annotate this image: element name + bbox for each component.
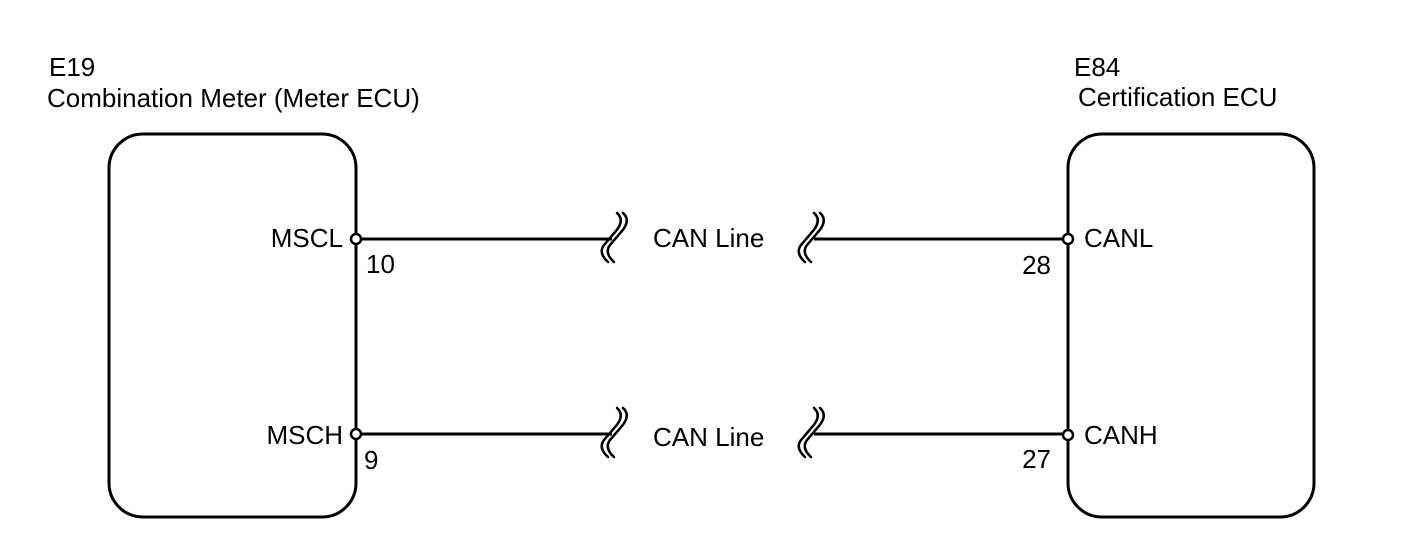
pin-name-canh: CANH <box>1084 420 1158 450</box>
wire-label-can-high: CAN Line <box>653 422 764 452</box>
right-component-box <box>1066 132 1316 519</box>
pin-name-msch: MSCH <box>266 420 343 450</box>
terminal-canh <box>1061 428 1075 442</box>
left-component-box <box>107 132 358 519</box>
terminal-mscl <box>349 232 363 246</box>
left-component-code: E19 <box>49 52 95 82</box>
pin-number-27: 27 <box>1022 444 1051 474</box>
pin-number-28: 28 <box>1022 250 1051 280</box>
left-component-name: Combination Meter (Meter ECU) <box>47 83 420 113</box>
pin-name-mscl: MSCL <box>271 223 343 253</box>
wire-label-can-low: CAN Line <box>653 223 764 253</box>
pin-number-9: 9 <box>364 445 378 475</box>
pin-number-10: 10 <box>366 249 395 279</box>
right-component-name: Certification ECU <box>1078 82 1277 112</box>
wire-can-high <box>360 406 1063 459</box>
terminal-canl <box>1061 232 1075 246</box>
terminal-msch <box>349 427 363 441</box>
pin-name-canl: CANL <box>1084 223 1153 253</box>
wire-can-low <box>360 211 1063 264</box>
right-component-code: E84 <box>1074 52 1120 82</box>
